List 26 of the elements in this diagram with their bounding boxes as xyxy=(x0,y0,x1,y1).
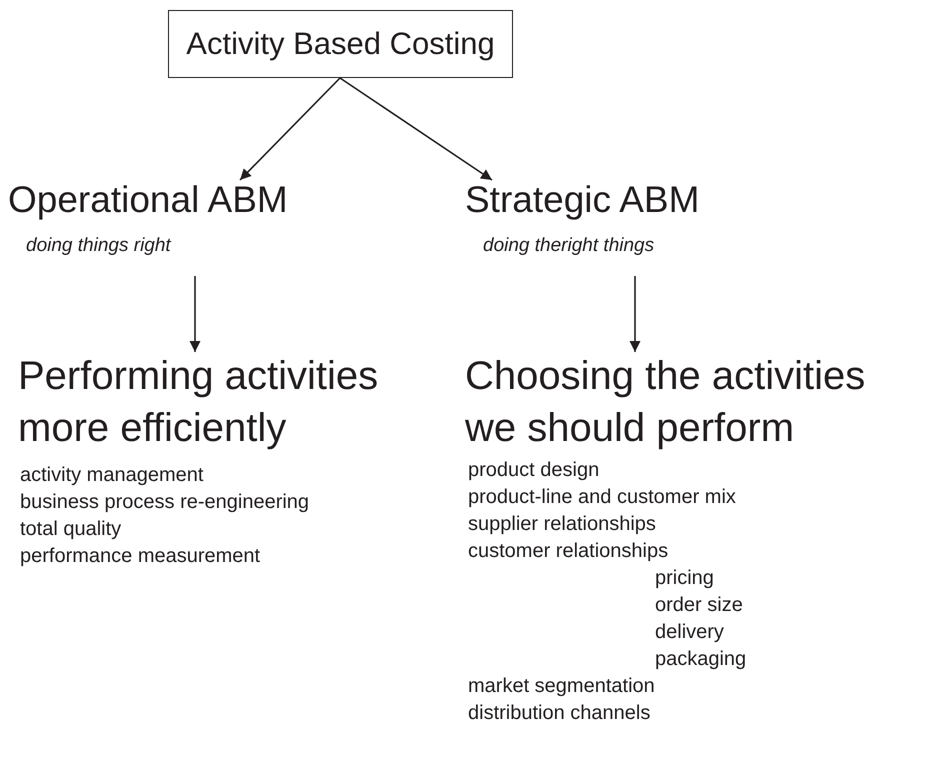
arrow xyxy=(630,276,640,352)
title-box xyxy=(168,10,513,78)
list-item: distribution channels xyxy=(468,701,650,726)
heading-text: Choosing the activities we should perform xyxy=(465,353,866,452)
list-item: delivery xyxy=(655,620,724,645)
list-item: order size xyxy=(655,593,743,618)
list-item: total quality xyxy=(20,517,122,542)
list-item: market segmentation xyxy=(468,674,655,699)
heading-text: Performing activities more efficiently xyxy=(18,353,380,452)
list-item: business process re-engineering xyxy=(20,490,310,515)
arrow xyxy=(340,77,492,181)
list-item: customer relationships xyxy=(468,539,668,564)
list-item: activity management xyxy=(20,463,204,488)
title-text: Activity Based Costing xyxy=(186,25,495,63)
heading-text: Strategic ABM xyxy=(465,178,700,222)
subtitle-text: doing things right xyxy=(26,234,172,258)
list-item: product-line and customer mix xyxy=(468,485,736,510)
list-item: packaging xyxy=(655,647,746,672)
heading-text: Operational ABM xyxy=(8,178,289,222)
list-item: product design xyxy=(468,458,600,483)
list-item: supplier relationships xyxy=(468,512,656,537)
list-item: performance measurement xyxy=(20,544,260,569)
arrow xyxy=(190,276,200,352)
subtitle-text: doing theright things xyxy=(483,234,656,258)
arrow xyxy=(239,77,341,181)
list-item: pricing xyxy=(655,566,714,591)
